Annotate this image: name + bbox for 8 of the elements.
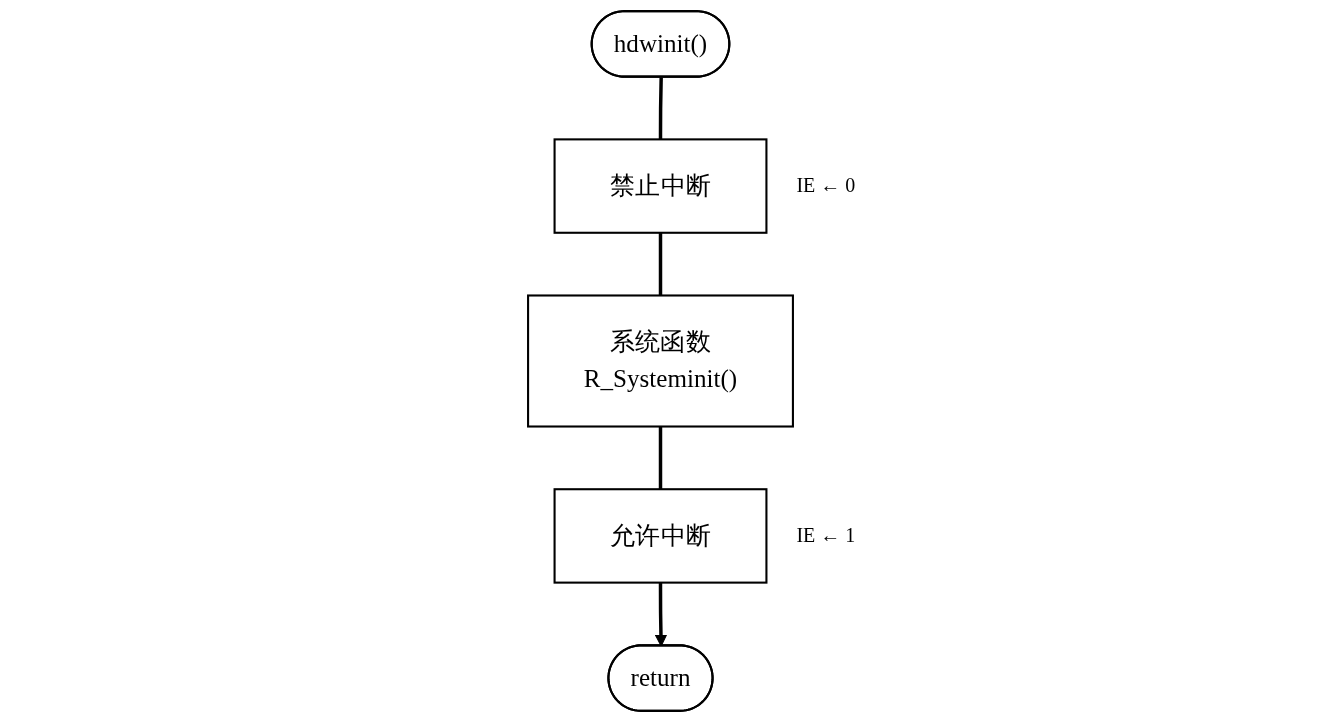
connector [658, 232, 663, 296]
node-box: 禁止中断 [553, 138, 768, 234]
connector [658, 426, 663, 490]
node-box: 允许中断 [553, 488, 768, 584]
node-box: 系统函数 R_Systeminit() [527, 294, 794, 428]
annotation-text: IE ← 0 [796, 174, 856, 198]
connector [658, 77, 663, 140]
annotation-text: IE ← 1 [796, 523, 856, 547]
